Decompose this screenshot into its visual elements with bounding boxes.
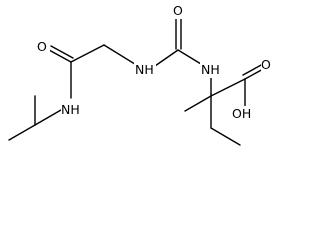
- bond-amide-co-a: [48, 49, 72, 63]
- bond-urea-c-nh: [177, 49, 202, 65]
- atom-nh-urea-left: NH: [135, 62, 154, 77]
- bond-acid-co-b: [242, 63, 264, 76]
- atom-o-urea: O: [173, 3, 183, 18]
- atom-o-acid: O: [261, 57, 271, 72]
- bond-isopropyl-right: [34, 109, 62, 126]
- bond-quat-acid-c: [210, 78, 246, 97]
- bonds: [8, 17, 266, 146]
- bond-ethyl-2: [210, 127, 241, 146]
- label-bg-nh-amide: [61, 102, 83, 118]
- bond-methyl: [184, 95, 212, 112]
- label-bg-oh: [232, 106, 256, 122]
- chemical-structure: O NH NH O NH O OH: [8, 3, 275, 146]
- label-bg-o-acid: [261, 57, 275, 73]
- atom-nh-urea-right: NH: [201, 62, 220, 77]
- atom-o-amide: O: [37, 39, 47, 54]
- bond-ch2-nh: [103, 44, 139, 67]
- label-bg-o-left: [36, 38, 50, 54]
- bond-isopropyl-left: [8, 124, 36, 141]
- bond-nh-urea-c: [154, 49, 179, 67]
- label-bg-nh-left: [134, 62, 156, 78]
- label-bg-nh-right: [200, 62, 222, 78]
- label-bg-o-mid: [172, 3, 186, 19]
- atom-nh-amide: NH: [61, 102, 80, 117]
- atom-labels: O NH NH O NH O OH: [36, 3, 275, 122]
- bond-amide-co-b: [50, 45, 74, 59]
- bond-amide-c-ch2: [70, 44, 105, 63]
- atom-oh-acid: OH: [232, 106, 251, 121]
